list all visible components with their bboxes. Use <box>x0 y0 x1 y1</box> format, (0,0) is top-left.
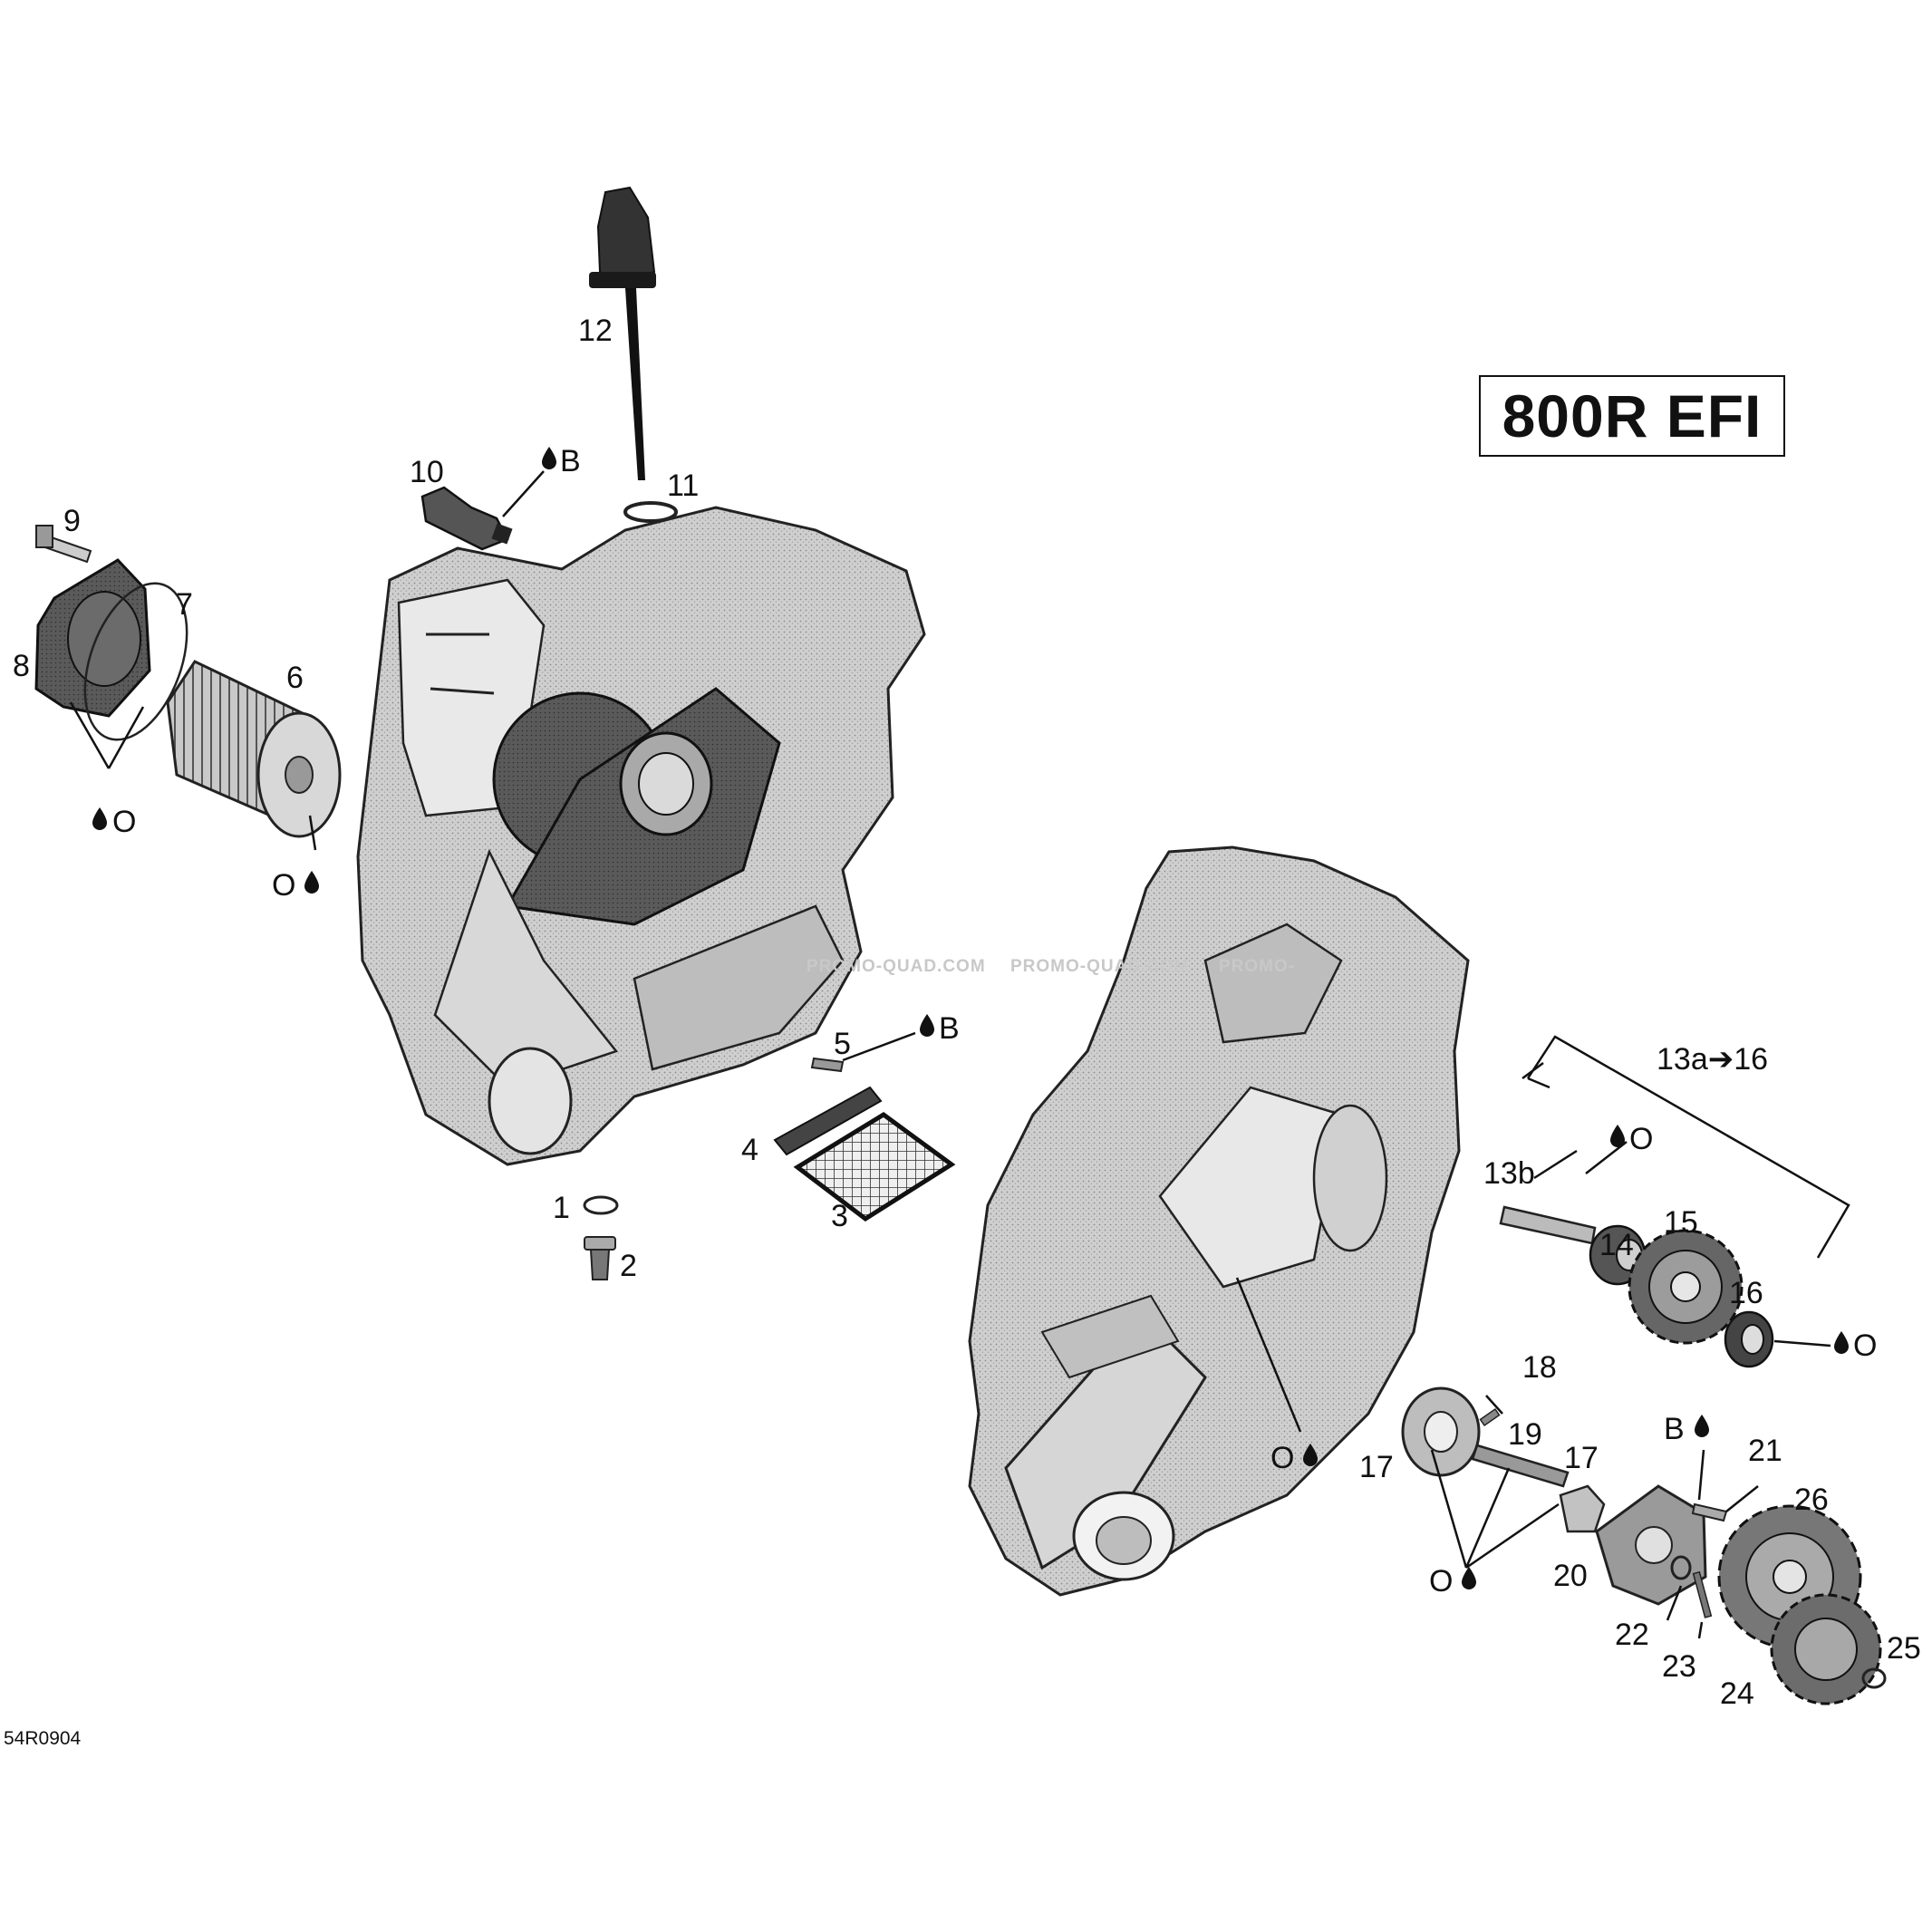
oil-drop-icon <box>92 807 107 830</box>
pump-shaft-19 <box>1471 1444 1570 1488</box>
lube-o-pump: O <box>1429 1564 1453 1599</box>
strainer-screw <box>810 1057 845 1073</box>
oil-filter <box>166 660 342 838</box>
lube-o-filter: O <box>272 868 295 903</box>
watermark-1: PROMO-QUAD.COM <box>807 957 986 976</box>
callout-23: 23 <box>1662 1649 1696 1684</box>
pump-shaft <box>1499 1205 1597 1245</box>
dipstick-o-ring <box>623 501 678 523</box>
lube-o-13b: O <box>1629 1122 1653 1156</box>
strainer-bracket <box>773 1086 883 1156</box>
leader-lines <box>69 470 1850 1639</box>
lube-b-top: B <box>560 444 581 478</box>
pump-cover-20 <box>1595 1484 1707 1606</box>
lube-b-mid: B <box>939 1011 960 1046</box>
callout-17-right: 17 <box>1564 1441 1599 1475</box>
filter-cover-o-ring <box>83 582 188 741</box>
callout-9: 9 <box>63 504 81 538</box>
lube-b-right: B <box>1664 1412 1685 1446</box>
callout-21: 21 <box>1748 1434 1782 1468</box>
oil-pressure-switch <box>420 486 513 551</box>
callout-25: 25 <box>1887 1631 1921 1666</box>
circlip-25 <box>1861 1667 1887 1689</box>
right-crankcase-half <box>968 845 1470 1597</box>
callout-6: 6 <box>286 661 304 695</box>
screw-21 <box>1691 1502 1728 1522</box>
seal-16 <box>1724 1310 1774 1368</box>
oil-drop-icon <box>542 447 556 469</box>
drain-plug <box>584 1236 616 1280</box>
pump-rotor-17 <box>1401 1386 1481 1477</box>
oil-drop-icon <box>304 871 319 894</box>
callout-22: 22 <box>1615 1618 1649 1652</box>
washer-22 <box>1670 1555 1692 1580</box>
oil-drop-icon <box>920 1014 934 1037</box>
lube-o-left: O <box>112 805 136 839</box>
callout-20: 20 <box>1553 1559 1588 1593</box>
lube-o-crank: O <box>1270 1441 1294 1475</box>
lubricant-marks: B B B O O O O O O <box>92 444 1877 1599</box>
callout-18: 18 <box>1522 1350 1557 1385</box>
callout-10: 10 <box>410 455 444 489</box>
callout-13a-16: 13a➔16 <box>1657 1042 1768 1077</box>
callout-4: 4 <box>741 1133 758 1167</box>
callout-8: 8 <box>13 649 30 683</box>
callout-5: 5 <box>834 1027 851 1061</box>
callout-24: 24 <box>1720 1676 1754 1711</box>
callout-labels: 1 2 3 4 5 6 7 8 9 10 11 12 13a➔16 13b 14… <box>13 314 1921 1711</box>
callout-12: 12 <box>578 314 613 348</box>
reference-code: 54R0904 <box>4 1728 82 1749</box>
callout-19: 19 <box>1508 1417 1542 1452</box>
watermark-3: PROMO- <box>1219 957 1296 976</box>
callout-1: 1 <box>553 1191 570 1225</box>
model-title-box: 800R EFI <box>1479 375 1785 457</box>
oil-filter-cover <box>34 558 151 718</box>
callout-26: 26 <box>1794 1483 1829 1517</box>
callout-11: 11 <box>667 469 699 503</box>
callout-15: 15 <box>1664 1205 1698 1240</box>
oil-strainer <box>793 1111 956 1222</box>
pin-23 <box>1692 1570 1713 1618</box>
callout-2: 2 <box>620 1249 637 1283</box>
gear-24 <box>1770 1593 1882 1705</box>
callout-3: 3 <box>831 1199 848 1233</box>
pin-18 <box>1479 1407 1501 1427</box>
left-crankcase-half <box>356 506 926 1166</box>
callout-14: 14 <box>1599 1228 1634 1262</box>
lube-o-16: O <box>1853 1328 1877 1363</box>
drain-plug-gasket <box>583 1195 619 1215</box>
watermark-2: PROMO-QUAD.COM <box>1010 957 1190 976</box>
oil-drop-icon <box>1462 1567 1476 1589</box>
oil-drop-icon <box>1695 1415 1709 1437</box>
oil-drop-icon <box>1610 1125 1625 1147</box>
oil-drop-icon <box>1834 1331 1849 1354</box>
inner-rotor-17 <box>1559 1484 1606 1533</box>
callout-16: 16 <box>1729 1276 1763 1310</box>
callout-17-left: 17 <box>1359 1450 1394 1484</box>
filter-cover-bolt <box>35 525 92 564</box>
dipstick <box>589 186 656 480</box>
drive-gear-15 <box>1628 1229 1744 1345</box>
callout-13b: 13b <box>1483 1156 1535 1191</box>
callout-7: 7 <box>176 587 193 622</box>
